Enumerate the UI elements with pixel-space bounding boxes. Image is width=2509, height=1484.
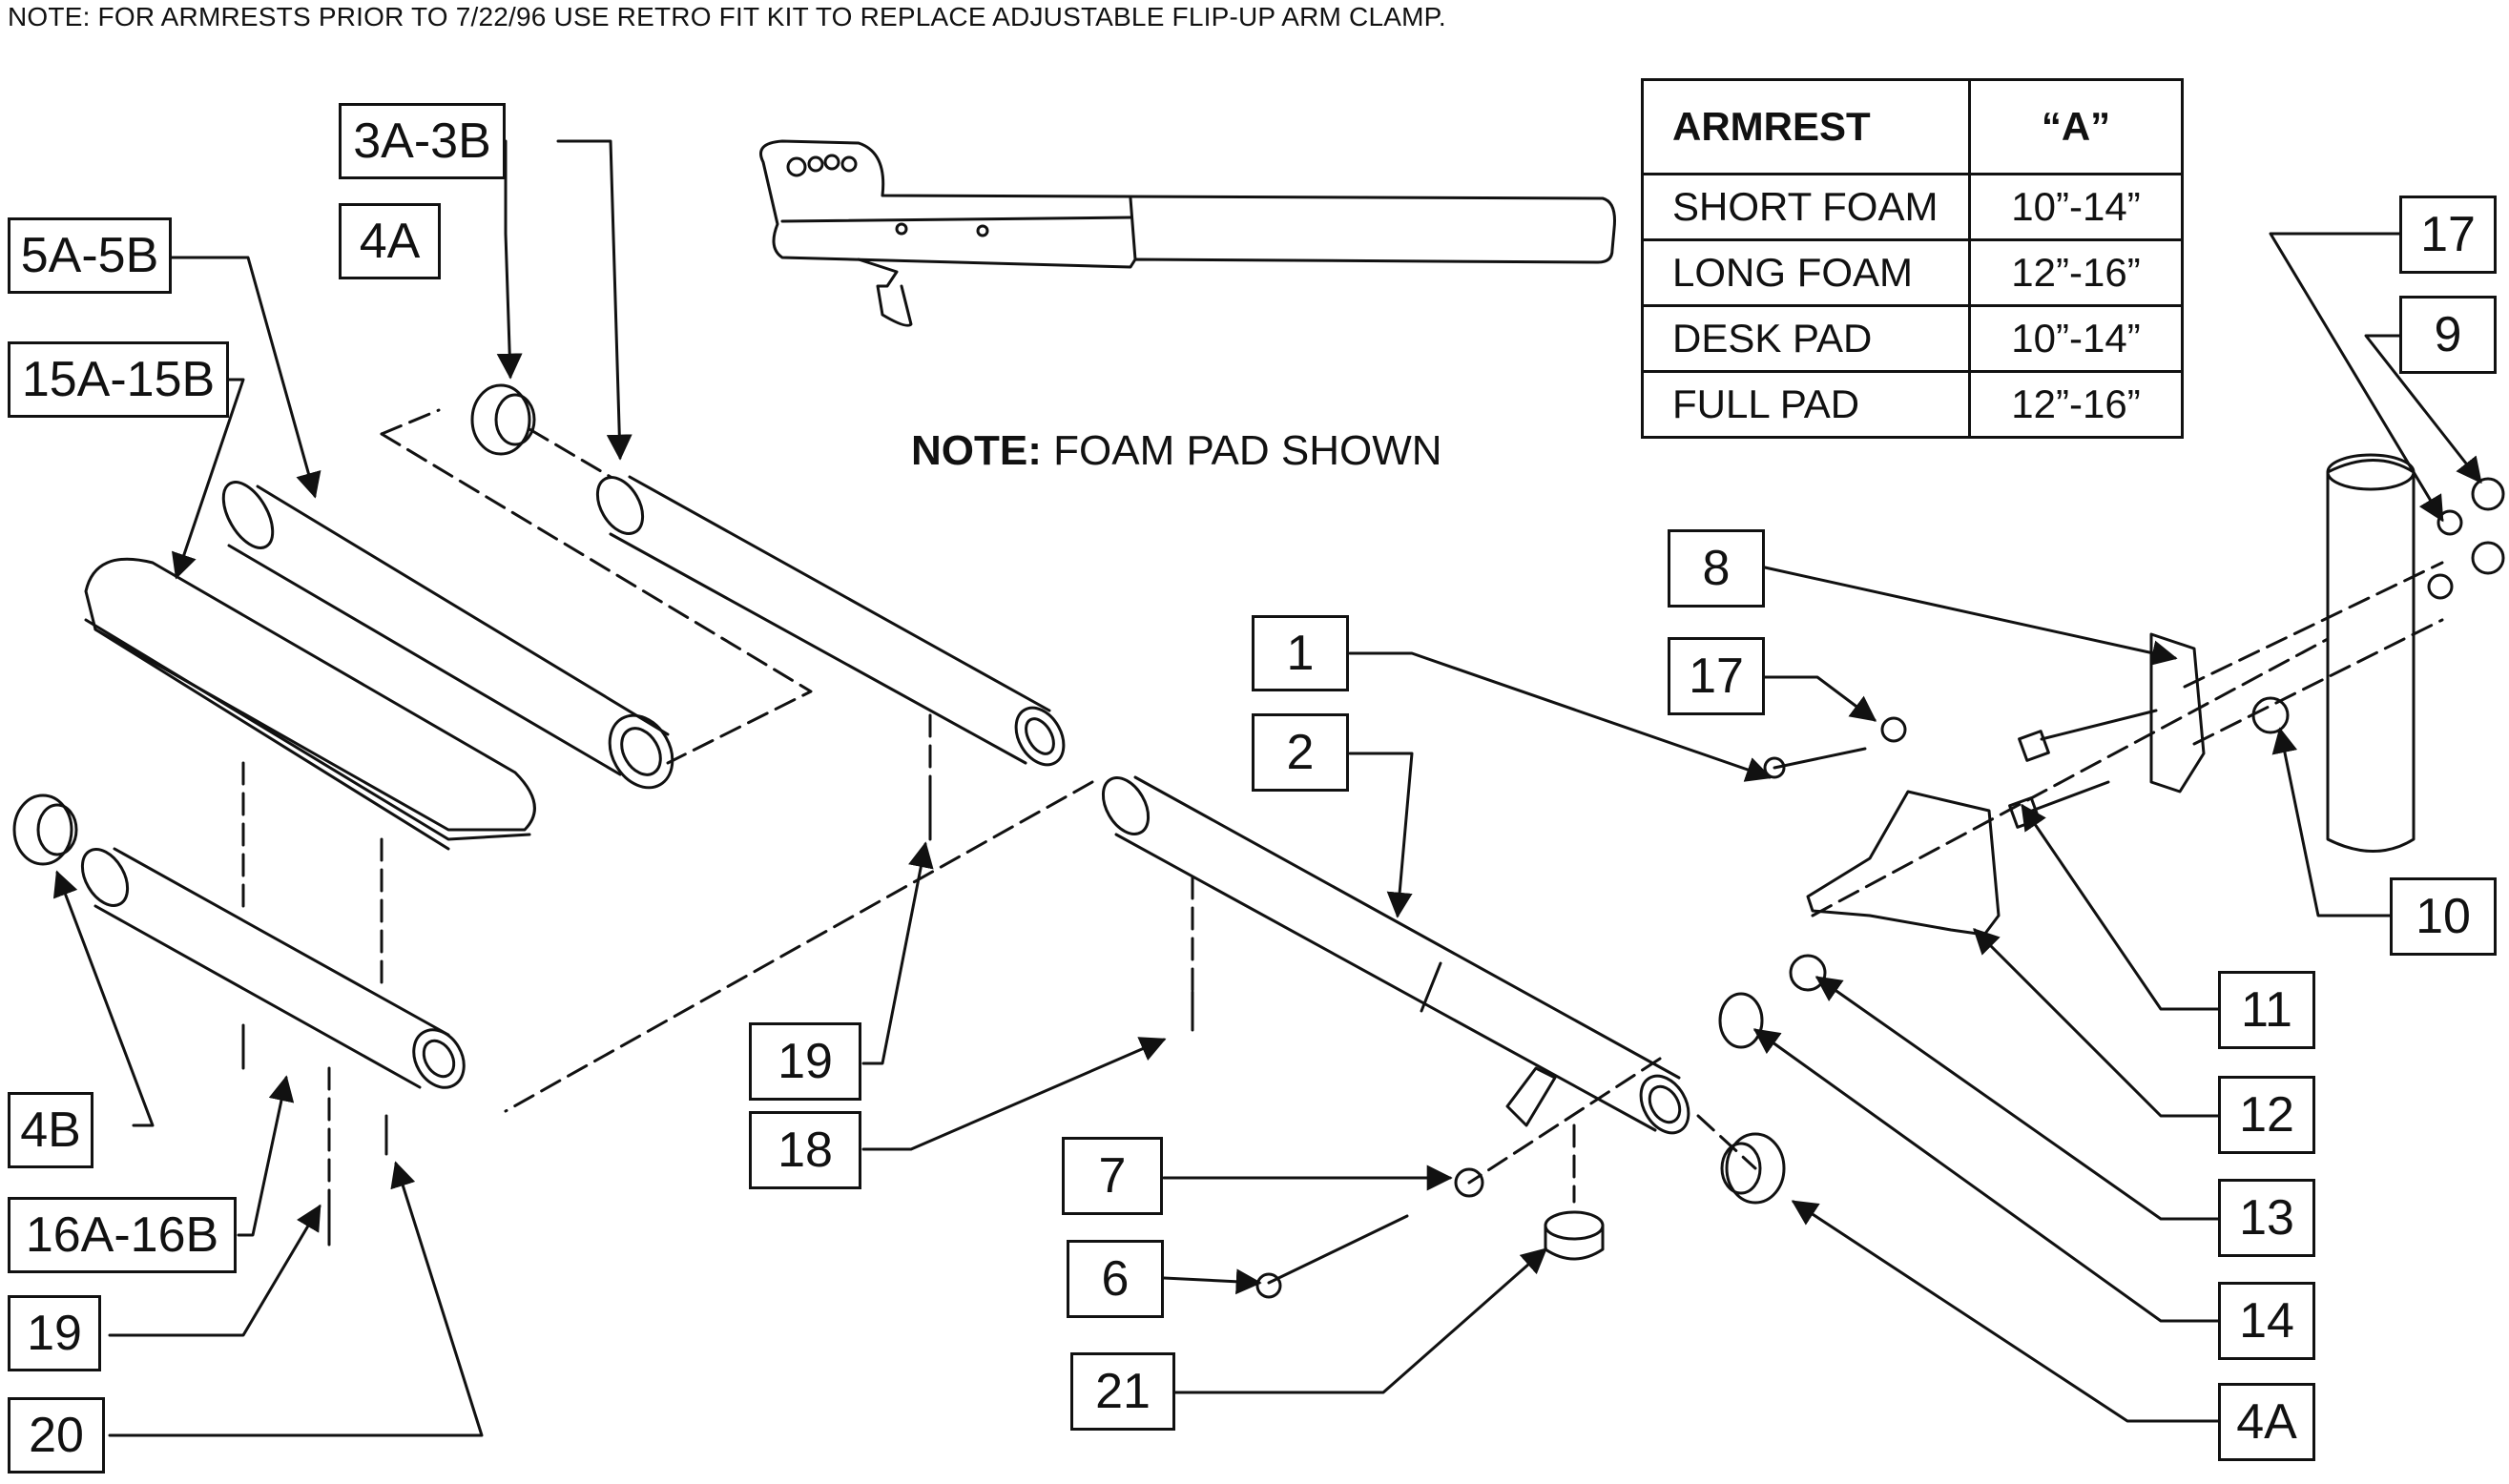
table-row: DESK PAD 10”-14” [1641,304,2184,373]
table-cell: 12”-16” [1968,370,2184,439]
callout-18: 18 [749,1111,861,1189]
table-row: FULL PAD 12”-16” [1641,370,2184,439]
table-row: SHORT FOAM 10”-14” [1641,173,2184,241]
callout-10: 10 [2390,877,2497,956]
inset-armrest-drawing [759,139,1616,327]
end-caps [12,383,1786,1205]
clamp-assembly [1454,453,2505,1261]
callout-4a-top: 4A [339,203,441,279]
armrest-size-table: ARMREST “A” SHORT FOAM 10”-14” LONG FOAM… [1641,78,2184,439]
table-cell: SHORT FOAM [1641,173,1971,241]
table-cell: DESK PAD [1641,304,1971,373]
table-header: “A” [1968,78,2184,175]
dashed-assembly-lines [241,408,2444,1213]
callout-14: 14 [2218,1282,2315,1360]
callout-11: 11 [2218,971,2315,1049]
callout-5a-5b: 5A-5B [8,217,172,294]
top-note: NOTE: FOR ARMRESTS PRIOR TO 7/22/96 USE … [8,2,1446,31]
callout-13: 13 [2218,1179,2315,1257]
callout-2: 2 [1252,713,1349,792]
callout-17-mid: 17 [1668,637,1765,715]
callout-4a-bottom: 4A [2218,1383,2315,1461]
callout-9: 9 [2399,296,2497,374]
callout-7: 7 [1062,1137,1163,1215]
callout-19-left: 19 [8,1295,101,1371]
table-cell: FULL PAD [1641,370,1971,439]
table-header: ARMREST [1641,78,1971,175]
foam-note-text: FOAM PAD SHOWN [1041,427,1442,474]
callout-17-right: 17 [2399,196,2497,274]
leader-lines [52,139,2482,1437]
main-tube-2 [1101,775,1690,1135]
callout-1: 1 [1252,615,1349,691]
table-header-row: ARMREST “A” [1641,78,2184,175]
foam-pad-5a-5b [221,481,674,790]
full-pad-15a-15b [84,557,536,851]
table-row: LONG FOAM 12”-16” [1641,238,2184,307]
tube-3a-3b [595,475,1066,767]
callout-3a-3b: 3A-3B [339,103,506,179]
table-cell: 12”-16” [1968,238,2184,307]
callout-15a-15b: 15A-15B [8,341,229,418]
foam-note-label: NOTE: [911,427,1042,474]
callout-20: 20 [8,1397,105,1474]
table-cell: LONG FOAM [1641,238,1971,307]
callout-19-mid: 19 [749,1022,861,1101]
callout-12: 12 [2218,1076,2315,1154]
callout-21: 21 [1070,1352,1175,1431]
foam-pad-note: NOTE: FOAM PAD SHOWN [911,427,1442,475]
callout-8: 8 [1668,529,1765,608]
callout-16a-16b: 16A-16B [8,1197,237,1273]
callout-6: 6 [1067,1240,1164,1318]
tube-16a-16b [80,847,466,1089]
table-cell: 10”-14” [1968,173,2184,241]
screws [241,747,1867,1299]
callout-4b: 4B [8,1092,93,1168]
table-cell: 10”-14” [1968,304,2184,373]
